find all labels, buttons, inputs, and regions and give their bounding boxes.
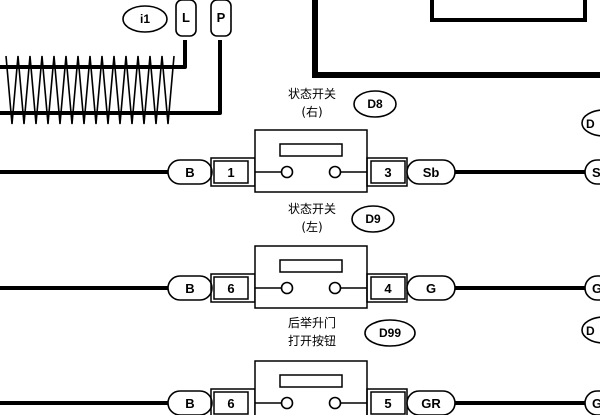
right-connector-letter-2: D [586, 324, 595, 338]
pin-box-right [370, 391, 406, 415]
pin-number-right: 3 [384, 165, 391, 180]
terminal-l-box [175, 0, 197, 37]
switch-actuator [279, 143, 343, 157]
terminal-p-label: P [217, 10, 226, 25]
switch-contact-left [280, 281, 294, 295]
switch-title-line2: 打开按钮 [288, 333, 336, 348]
wire-color-left: B [185, 165, 194, 180]
pin-box-right [370, 160, 406, 184]
switch-body [254, 360, 368, 415]
wire-color-oval-left [167, 390, 213, 415]
header-connector: i1 L P [122, 0, 232, 37]
coil-element [0, 40, 222, 125]
terminal-p-box [210, 0, 232, 37]
right-connector-oval-2 [581, 316, 600, 344]
right-wire-letter-2: G [592, 281, 600, 296]
terminal-l-label: L [182, 10, 190, 25]
right-wire-letter-3: G [592, 396, 600, 411]
right-wire-oval-3 [584, 390, 600, 415]
switch-title-line1: 状态开关 [288, 202, 336, 216]
wire-color-left: B [185, 281, 194, 296]
pin-box-left [213, 276, 249, 300]
switch-actuator [279, 259, 343, 273]
wire-color-oval-left [167, 275, 213, 301]
connector-tag: D99 [379, 326, 401, 340]
switch-title-line2: (左) [301, 219, 322, 234]
module-block [312, 0, 600, 78]
switch-actuator [279, 374, 343, 388]
right-wire-letter-1: S [592, 165, 600, 180]
switch-contact-right [328, 281, 342, 295]
right-wire-oval-1 [584, 159, 600, 185]
switch-contact-left [280, 165, 294, 179]
connector-tag-oval [122, 5, 168, 33]
pin-number-left: 1 [227, 165, 234, 180]
switch-body [254, 245, 368, 309]
wire-color-left: B [185, 396, 194, 411]
right-edge: S G G D D [455, 109, 600, 415]
wire-color-right: G [426, 281, 436, 296]
switch-title-line2: (右) [301, 104, 322, 119]
pin-box-right [370, 276, 406, 300]
connector-tag: D8 [367, 97, 383, 111]
pin-number-left: 6 [227, 281, 234, 296]
pin-number-left: 6 [227, 396, 234, 411]
pin-box-left [213, 160, 249, 184]
switch-contact-right [328, 165, 342, 179]
switch-title-line1: 后举升门 [288, 315, 336, 330]
switch-title-line1: 状态开关 [288, 87, 336, 101]
right-connector-oval-1 [581, 109, 600, 137]
switch-row-2: B 6 4 G 状态开关 (左) D9 [0, 202, 456, 309]
right-wire-oval-2 [584, 275, 600, 301]
switch-body [254, 129, 368, 193]
wire-p [0, 40, 222, 115]
switch-contact-right [328, 396, 342, 410]
wire-l [0, 40, 187, 69]
wire-color-right: GR [421, 396, 441, 411]
switch-row-1: B 1 3 Sb 状态开关 (右) D8 [0, 87, 456, 193]
wire-color-oval-left [167, 159, 213, 185]
pin-number-right: 5 [384, 396, 391, 411]
connector-tag-oval [364, 319, 416, 347]
connector-tag-i1: i1 [140, 12, 150, 26]
pin-number-right: 4 [384, 281, 392, 296]
pin-box-left [213, 391, 249, 415]
wire-color-right: Sb [423, 165, 440, 180]
connector-tag: D9 [365, 212, 381, 226]
connector-tag-oval [351, 205, 395, 233]
switch-contact-left [280, 396, 294, 410]
connector-tag-oval [353, 90, 397, 118]
right-connector-letter-1: D [586, 117, 595, 131]
